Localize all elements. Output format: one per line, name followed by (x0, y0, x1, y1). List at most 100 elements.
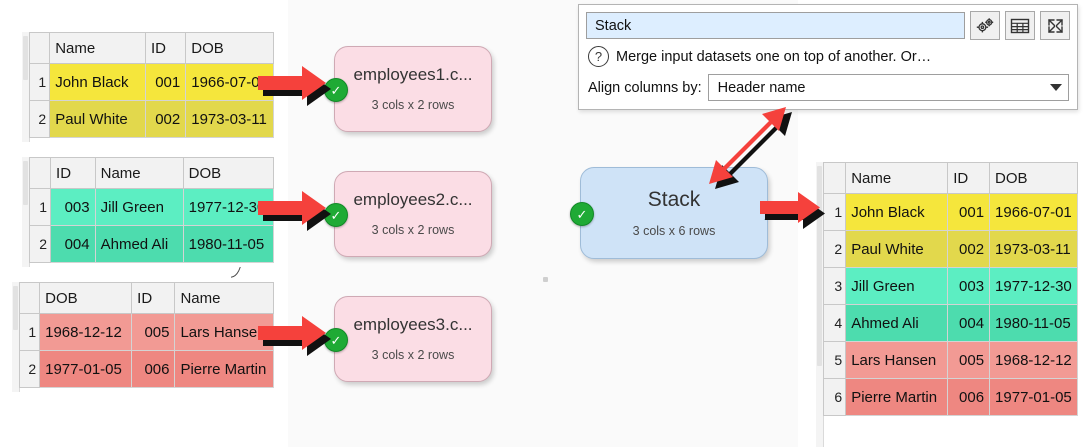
view-table-button[interactable] (1005, 11, 1035, 40)
corner-cell[interactable] (18, 282, 41, 314)
node-employees3[interactable]: ✓ employees3.c... 3 cols x 2 rows (324, 296, 492, 382)
table-cell[interactable]: Ahmed Ali (94, 225, 184, 263)
table-cell[interactable]: 1973-03-11 (989, 230, 1078, 268)
table-cell[interactable]: 1966-07-01 (989, 193, 1078, 231)
table-cell[interactable]: 1977-12-30 (989, 267, 1078, 305)
table-cell[interactable]: Jill Green (845, 267, 949, 305)
table-cell[interactable]: 1973-03-11 (185, 100, 274, 138)
row-number[interactable]: 6 (822, 378, 847, 416)
table-cell[interactable]: 003 (947, 267, 991, 305)
table-cell[interactable]: John Black (845, 193, 949, 231)
table-cell[interactable]: 001 (947, 193, 991, 231)
row-number[interactable]: 1 (822, 193, 847, 231)
row-number[interactable]: 1 (18, 313, 41, 351)
corner-cell[interactable] (822, 162, 847, 194)
table-cell[interactable]: John Black (49, 63, 146, 101)
annotation-arrow-to-employees1 (258, 62, 354, 114)
row-number[interactable]: 1 (28, 188, 52, 226)
row-number[interactable]: 3 (822, 267, 847, 305)
node-employees2[interactable]: ✓ employees2.c... 3 cols x 2 rows (324, 171, 492, 257)
column-header[interactable]: ID (50, 157, 96, 189)
row-number[interactable]: 2 (18, 350, 41, 388)
column-header[interactable]: ID (947, 162, 991, 194)
table-cell[interactable]: 1966-07-01 (185, 63, 274, 101)
column-header[interactable]: ID (144, 32, 187, 64)
row-number[interactable]: 2 (822, 230, 847, 268)
align-columns-select[interactable]: Header name (707, 74, 1069, 101)
column-header[interactable]: Name (94, 157, 184, 189)
table-cell[interactable]: 001 (144, 63, 187, 101)
row-number[interactable]: 1 (28, 63, 51, 101)
table-cell[interactable]: 1977-01-05 (39, 350, 133, 388)
table-cell[interactable]: 002 (947, 230, 991, 268)
column-header[interactable]: DOB (989, 162, 1078, 194)
table-cell[interactable]: 1980-11-05 (989, 304, 1078, 342)
table-cell[interactable]: 006 (131, 350, 176, 388)
table-cell[interactable]: 1968-12-12 (989, 341, 1078, 379)
node-employees1[interactable]: ✓ employees1.c... 3 cols x 2 rows (324, 46, 492, 132)
table-cell[interactable]: 004 (50, 225, 96, 263)
column-header[interactable]: Name (845, 162, 949, 194)
table-cell[interactable]: 002 (144, 100, 187, 138)
table-cell[interactable]: Lars Hansen (845, 341, 949, 379)
column-header[interactable]: DOB (182, 157, 275, 189)
help-icon[interactable]: ? (588, 46, 609, 67)
table-cell[interactable]: 1980-11-05 (182, 225, 275, 263)
table-cell[interactable]: Paul White (49, 100, 146, 138)
status-ok-icon: ✓ (324, 203, 348, 227)
table-cell[interactable]: Ahmed Ali (845, 304, 949, 342)
column-header[interactable]: ID (131, 282, 176, 314)
table-cell[interactable]: 005 (947, 341, 991, 379)
table-cell[interactable]: 003 (50, 188, 96, 226)
table-cell[interactable]: 004 (947, 304, 991, 342)
table-cell[interactable]: Pierre Martin (174, 350, 274, 388)
table-cell[interactable]: 1977-01-05 (989, 378, 1078, 416)
node-stack[interactable]: ✓ Stack 3 cols x 6 rows ∧ (570, 167, 776, 259)
corner-cell[interactable] (28, 32, 51, 64)
expand-button[interactable] (1040, 11, 1070, 40)
column-header[interactable]: Name (49, 32, 146, 64)
item-name-input[interactable] (586, 12, 965, 39)
chevron-down-icon (1050, 84, 1062, 91)
row-number[interactable]: 2 (28, 225, 52, 263)
settings-button[interactable] (970, 11, 1000, 40)
table-cell[interactable]: 1968-12-12 (39, 313, 133, 351)
table-cell[interactable]: Paul White (845, 230, 949, 268)
node-subtitle: 3 cols x 2 rows (371, 347, 455, 362)
column-header[interactable]: Name (174, 282, 274, 314)
row-number[interactable]: 4 (822, 304, 847, 342)
table-cell[interactable]: 005 (131, 313, 176, 351)
table-cell[interactable]: Jill Green (94, 188, 184, 226)
row-number[interactable]: 2 (28, 100, 51, 138)
corner-cell[interactable] (28, 157, 52, 189)
table-cell[interactable]: 006 (947, 378, 991, 416)
row-number[interactable]: 5 (822, 341, 847, 379)
column-header[interactable]: DOB (39, 282, 133, 314)
table-cell[interactable]: Pierre Martin (845, 378, 949, 416)
column-header[interactable]: DOB (185, 32, 274, 64)
